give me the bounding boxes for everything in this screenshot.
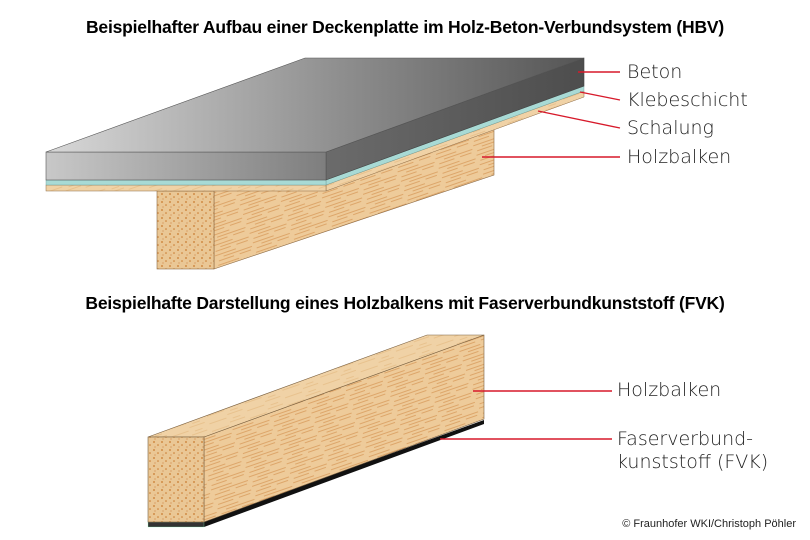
fvk-beam-side-face xyxy=(203,334,485,523)
label-klebeschicht: Klebeschicht xyxy=(627,89,748,111)
fvk-beam xyxy=(147,334,485,528)
copyright-credit: © Fraunhofer WKI/Christoph Pöhler xyxy=(622,518,796,530)
leader-lines-fig1 xyxy=(482,71,621,158)
label-schalung: Schalung xyxy=(627,117,714,139)
fvk-strip-side xyxy=(204,420,484,527)
label-beton: Beton xyxy=(627,61,683,83)
hbv-slab xyxy=(45,57,585,270)
leader-lines-fig2 xyxy=(440,390,612,440)
figure2-title: Beispielhafte Darstellung eines Holzbalk… xyxy=(85,293,725,313)
leader-klebeschicht xyxy=(579,91,621,101)
fvk-strip-end xyxy=(147,521,205,528)
leader-schalung xyxy=(537,110,621,129)
fvk-beam-end-face xyxy=(147,436,205,523)
label-fvk-line2: kunststoff (FVK) xyxy=(617,451,769,473)
schalung-front xyxy=(45,184,327,192)
label-holzbalken-2: Holzbalken xyxy=(617,379,722,401)
label-fvk-line1: Faserverbund- xyxy=(617,428,754,450)
figure1-title: Beispielhafter Aufbau einer Deckenplatte… xyxy=(85,17,724,37)
concrete-top xyxy=(45,57,585,153)
adhesive-front xyxy=(45,179,327,186)
concrete-front xyxy=(45,151,327,181)
beam-end-face xyxy=(156,190,215,270)
label-holzbalken: Holzbalken xyxy=(627,146,732,168)
